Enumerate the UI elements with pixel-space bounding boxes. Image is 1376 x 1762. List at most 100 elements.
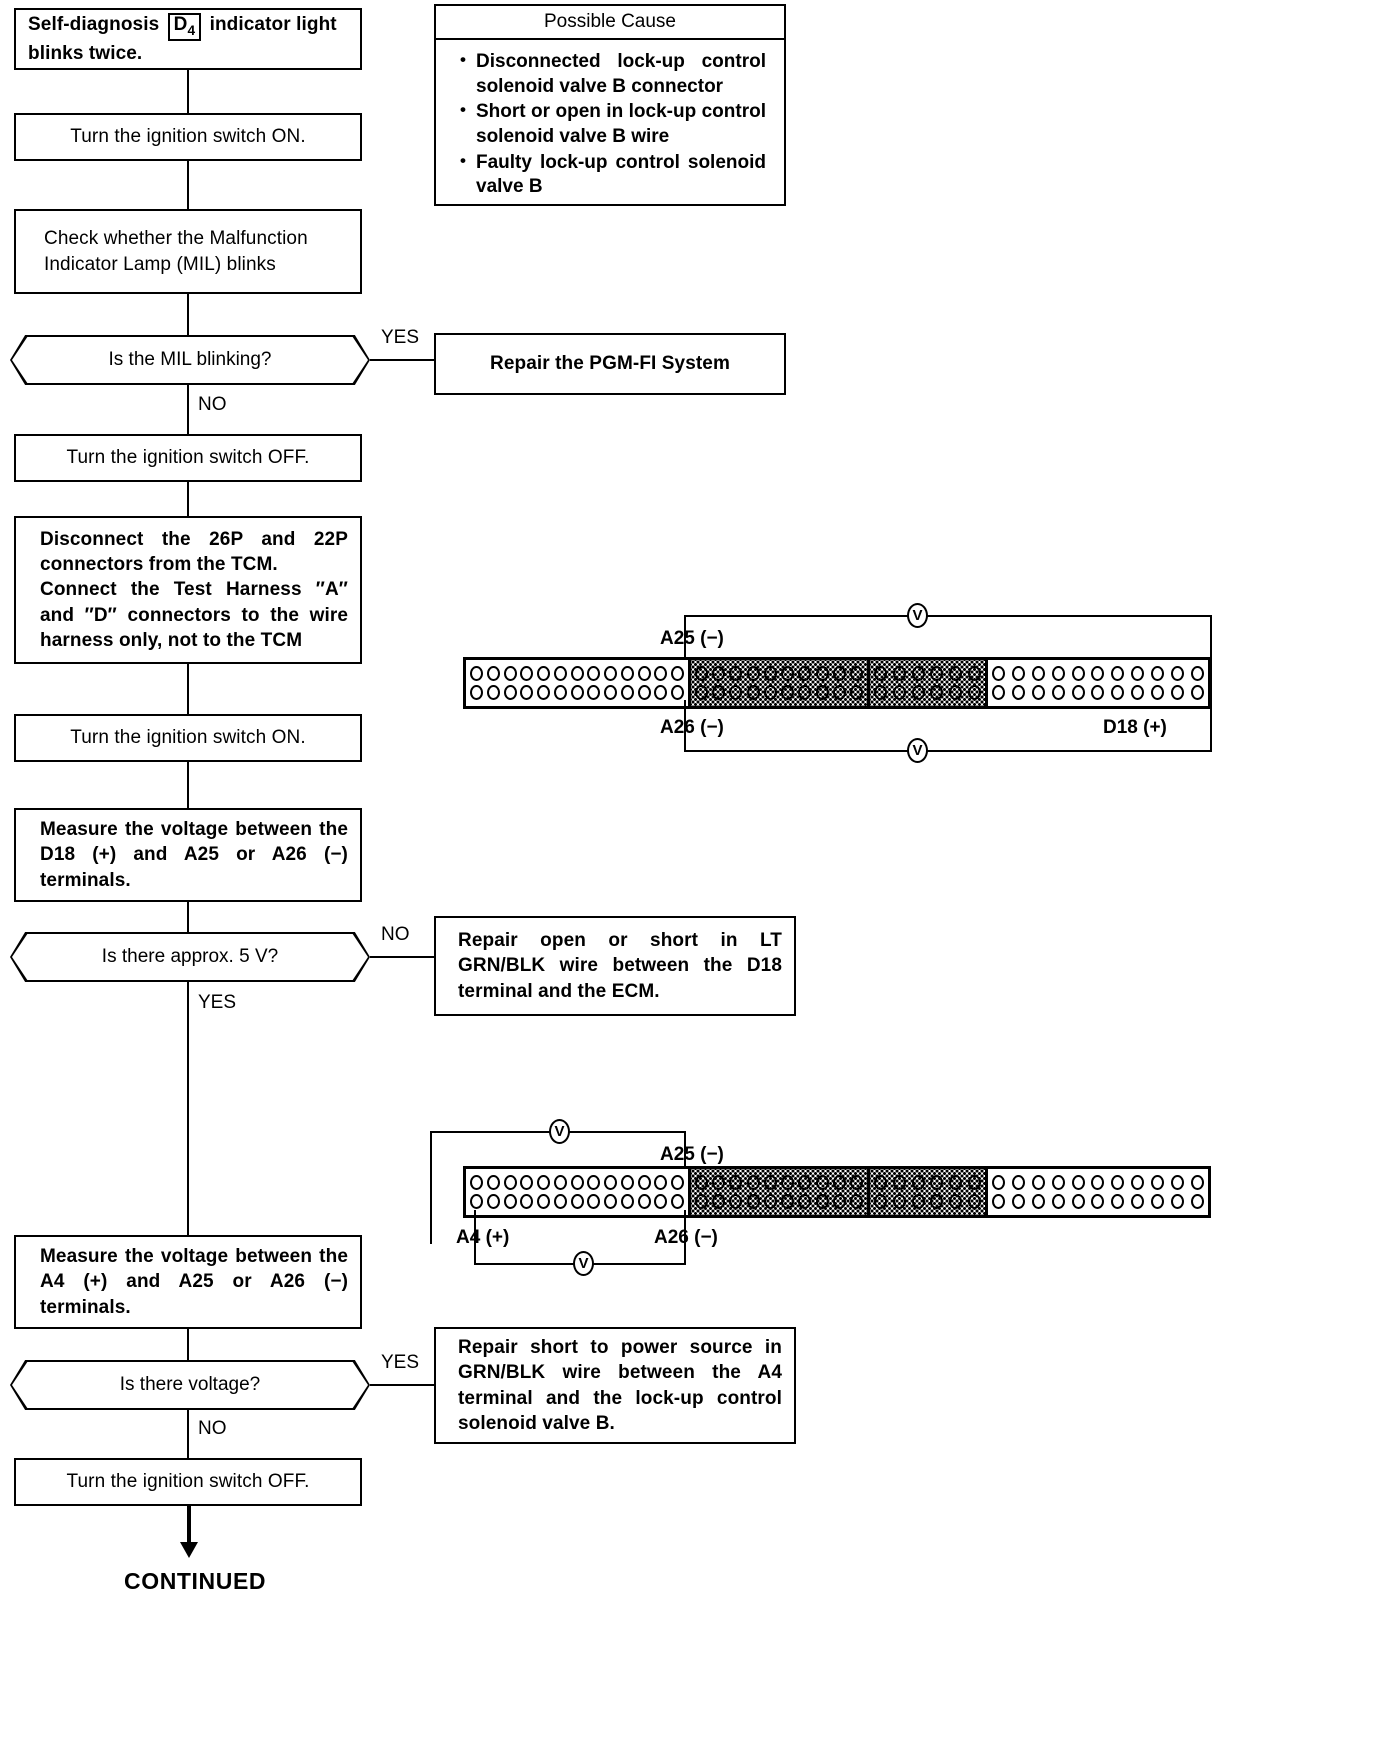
pin [930,666,944,682]
step-box-check-mil: Check whether the Malfunction Indicator … [14,209,362,294]
pin [763,1175,777,1191]
connector-line [187,385,189,434]
branch-label-no: NO [198,394,227,415]
terminal-label-d18: D18 (+) [1103,717,1167,738]
possible-cause-header: Possible Cause [434,4,786,38]
step-box-measure-d18: Measure the voltage between the D18 (+) … [14,808,362,902]
pin [815,666,829,682]
pin [1091,666,1105,682]
terminal-label-a4: A4 (+) [456,1227,510,1248]
pin [1031,1193,1045,1209]
pin [949,1175,963,1191]
pin [1091,1193,1105,1209]
decision-approx-5v: Is there approx. 5 V? [10,932,370,982]
pin [911,666,925,682]
pin [815,1193,829,1209]
probe-lead-bottom-rail [684,750,1212,752]
decision-mil-blinking: Is the MIL blinking? [10,335,370,385]
pin [911,684,925,700]
pin [1151,1175,1165,1191]
d4-chip: D4 [167,12,202,42]
pin [604,684,617,700]
pin [604,1193,617,1209]
pin [1131,666,1145,682]
pin [537,1175,550,1191]
terminal-label-a25-bottom: A25 (−) [660,1144,724,1165]
pin [1171,684,1185,700]
pin [637,684,651,700]
pin [763,666,777,682]
pin [874,666,887,682]
pin [967,1193,981,1209]
voltmeter-label: V [912,742,923,759]
pin [1031,1175,1045,1191]
pin [570,666,584,682]
pin [1091,1175,1105,1191]
step-box-ignition-on-1: Turn the ignition switch ON. [14,113,362,161]
pin [1111,1175,1125,1191]
possible-cause-body: Disconnected lock-up control solenoid va… [434,38,786,206]
connector-line [187,1329,189,1360]
voltmeter-label: V [578,1255,589,1272]
step-text: Turn the ignition switch ON. [70,727,306,749]
decision-text: Is there approx. 5 V? [101,946,279,967]
pin [470,1175,483,1191]
step-box-measure-a4: Measure the voltage between the A4 (+) a… [14,1235,362,1329]
arrow-down-icon [180,1542,198,1558]
pin [781,666,795,682]
pin [1031,666,1045,682]
pin [1011,684,1025,700]
pin [712,1175,726,1191]
pin [553,1175,567,1191]
pin [671,1193,684,1209]
list-item: Short or open in lock-up control solenoi… [460,99,766,149]
pin [1051,1193,1065,1209]
pin [503,666,517,682]
pin [967,1175,981,1191]
voltmeter-symbol-top: V [907,603,928,628]
pin [470,1193,483,1209]
connector-pin-row [470,1174,684,1192]
step-text: Measure the voltage between the A4 (+) a… [40,1246,348,1318]
pin [849,1175,863,1191]
connector-line [187,161,189,209]
pin [832,1175,846,1191]
step-box-ignition-off-2: Turn the ignition switch OFF. [14,1458,362,1506]
step-text: Turn the ignition switch OFF. [66,447,310,469]
pin [949,666,963,682]
pin [637,666,651,682]
connector-line [187,982,189,1235]
pin [992,1175,1005,1191]
connector-line-continued [187,1506,191,1550]
connector-pin-row [695,1174,863,1192]
pin [746,684,760,700]
connector-pin-row [992,665,1204,683]
pin [849,684,863,700]
pin [520,1175,534,1191]
pin [654,1193,668,1209]
connector-pin-row [874,665,981,683]
pin [1171,1175,1185,1191]
branch-label-yes: YES [381,1352,420,1373]
pin [695,666,708,682]
step-text: Turn the ignition switch OFF. [66,1471,310,1493]
pin [746,1193,760,1209]
pin [553,684,567,700]
pin [1190,1193,1204,1209]
pin [815,1175,829,1191]
pin [695,1175,708,1191]
pin [1131,1193,1145,1209]
start-text: Self-diagnosis D4 indicator light blinks… [28,12,348,66]
pin [1190,1175,1204,1191]
step-text: Disconnect the 26P and 22P connectors fr… [40,529,348,651]
pin [503,1193,517,1209]
step-box-start: Self-diagnosis D4 indicator light blinks… [14,8,362,70]
list-item: Disconnected lock-up control solenoid va… [460,49,766,99]
pin [470,666,483,682]
connector-pin-row [470,683,684,701]
step-text: Turn the ignition switch ON. [70,126,306,148]
pin [992,666,1005,682]
decision-inner: Is there approx. 5 V? [12,934,368,980]
pin [1011,1175,1025,1191]
pin [1051,666,1065,682]
